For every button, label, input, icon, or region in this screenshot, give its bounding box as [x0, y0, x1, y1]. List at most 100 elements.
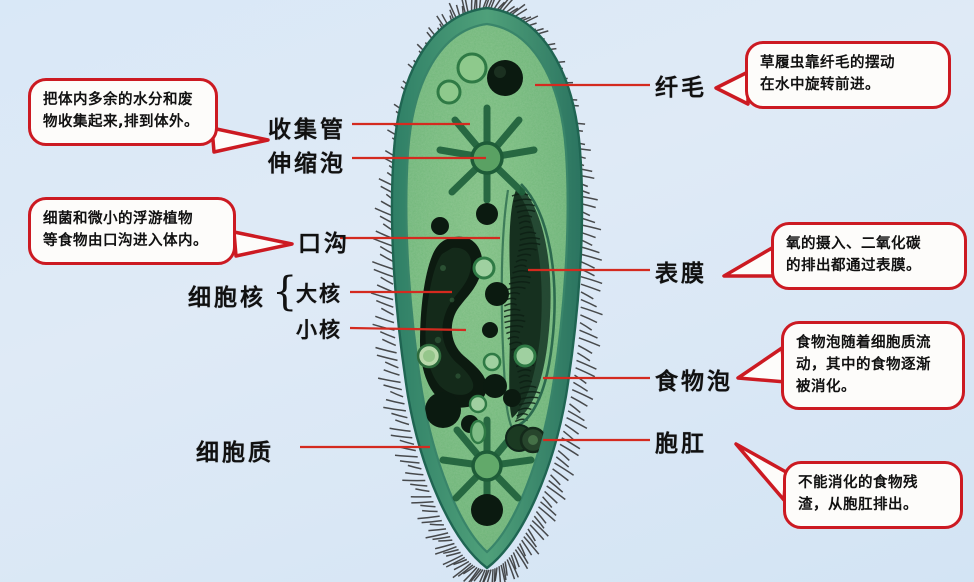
cilium [542, 496, 553, 508]
cilium [473, 569, 484, 582]
cilium [527, 528, 536, 542]
gullet-cilium [517, 407, 532, 412]
cilium [574, 374, 587, 385]
cilium [498, 566, 502, 582]
gullet-cilium [518, 374, 531, 379]
cilium [525, 532, 538, 548]
cilium [429, 523, 444, 526]
cilium [570, 396, 588, 407]
contractile-vacuole-bottom [439, 416, 535, 510]
cilium [521, 539, 533, 556]
gullet-cilium [503, 308, 521, 313]
cilium [479, 569, 486, 582]
cilium [375, 315, 395, 324]
callout-line: 动，其中的食物逐渐 [796, 356, 931, 373]
cilium [575, 367, 596, 378]
cilium [548, 479, 564, 493]
cilium [438, 539, 453, 542]
callout-line: 的排出都通过表膜。 [786, 257, 921, 274]
label-contractile-vacuole: 伸缩泡 [268, 151, 346, 177]
callout-oral-groove: 细菌和微小的浮游植物 等食物由口沟进入体内。 [28, 197, 236, 265]
tail-cilia-note [714, 70, 750, 106]
label-cytopyge: 胞肛 [655, 431, 707, 457]
cilium [491, 569, 494, 582]
callout-line: 氧的摄入、二氧化碳 [786, 236, 921, 252]
cilium [405, 472, 424, 476]
cilium [502, 563, 507, 581]
cilium [470, 568, 482, 582]
gullet-cilium [519, 225, 533, 230]
label-nucleus-group: 细胞核 [188, 285, 266, 311]
label-collecting-canal: 收集管 [268, 117, 346, 143]
cilium [434, 545, 457, 555]
label-cytoplasm: 细胞质 [196, 440, 274, 466]
cilium [383, 369, 400, 376]
cilium [559, 443, 579, 457]
cilium [577, 344, 593, 355]
cilium [468, 567, 480, 582]
cilium [580, 314, 598, 324]
cilium [380, 276, 394, 285]
cilium [442, 554, 464, 566]
cilium [506, 559, 516, 580]
gullet-cilium [519, 379, 533, 384]
cilium [445, 556, 466, 568]
cilium [375, 299, 394, 308]
label-oral-groove: 口沟 [298, 231, 350, 257]
gullet-cilium [516, 209, 536, 214]
gullet-cilium [504, 324, 524, 329]
contractile-vacuole-top [436, 104, 538, 204]
cilium [482, 569, 488, 582]
cilium [407, 464, 422, 470]
cilium [373, 268, 394, 278]
cilium [578, 337, 601, 347]
cilium [550, 474, 561, 486]
gullet-cilium [506, 330, 521, 335]
cilium [555, 456, 570, 468]
cilium [554, 462, 575, 476]
callout-cilia: 草履虫靠纤毛的摆动 在水中旋转前进。 [745, 41, 951, 109]
cilium [579, 321, 593, 331]
cilium [580, 260, 595, 269]
callout-line: 细菌和微小的浮游植物 [43, 211, 193, 227]
cilium [486, 569, 492, 582]
cilium [420, 504, 436, 508]
cilium [385, 398, 405, 405]
cilium [508, 557, 519, 578]
cilium [538, 506, 556, 522]
callout-food-vacuole: 食物泡随着细胞质流 动，其中的食物逐渐 被消化。 [781, 321, 965, 411]
tail-cytopyge-note [734, 442, 788, 502]
cilium [453, 558, 468, 566]
cilium [531, 520, 549, 537]
cilium [557, 450, 570, 461]
cilium [381, 338, 397, 347]
label-food-vacuole: 食物泡 [655, 369, 733, 395]
cilium [567, 410, 585, 422]
gullet-cilium [518, 247, 537, 252]
gullet-cilium [510, 275, 532, 280]
tail-pellicle-note [722, 246, 780, 278]
gullet-cilium [516, 412, 529, 417]
gullet-cilium [508, 341, 522, 346]
callout-pellicle: 氧的摄入、二氧化碳 的排出都通过表膜。 [771, 222, 967, 290]
callout-line: 把体内多余的水分和废 [43, 92, 193, 108]
cilium [452, 562, 472, 579]
cilium [462, 565, 476, 575]
cilium [377, 377, 401, 384]
gullet-cilium [519, 242, 541, 247]
cilium [457, 564, 474, 577]
cilium [580, 291, 594, 300]
cilium [391, 412, 408, 419]
cilium [394, 454, 418, 458]
micronucleus [416, 343, 442, 369]
cilium [518, 543, 527, 557]
callout-contractile-vacuole: 把体内多余的水分和废 物收集起来,排到体外。 [28, 78, 218, 146]
cilium [544, 490, 558, 504]
cilium [443, 548, 459, 555]
gullet-cilium [503, 313, 525, 318]
cilium [579, 329, 598, 339]
cilium [422, 509, 438, 513]
cilium [399, 439, 415, 446]
cilium [445, 551, 461, 557]
